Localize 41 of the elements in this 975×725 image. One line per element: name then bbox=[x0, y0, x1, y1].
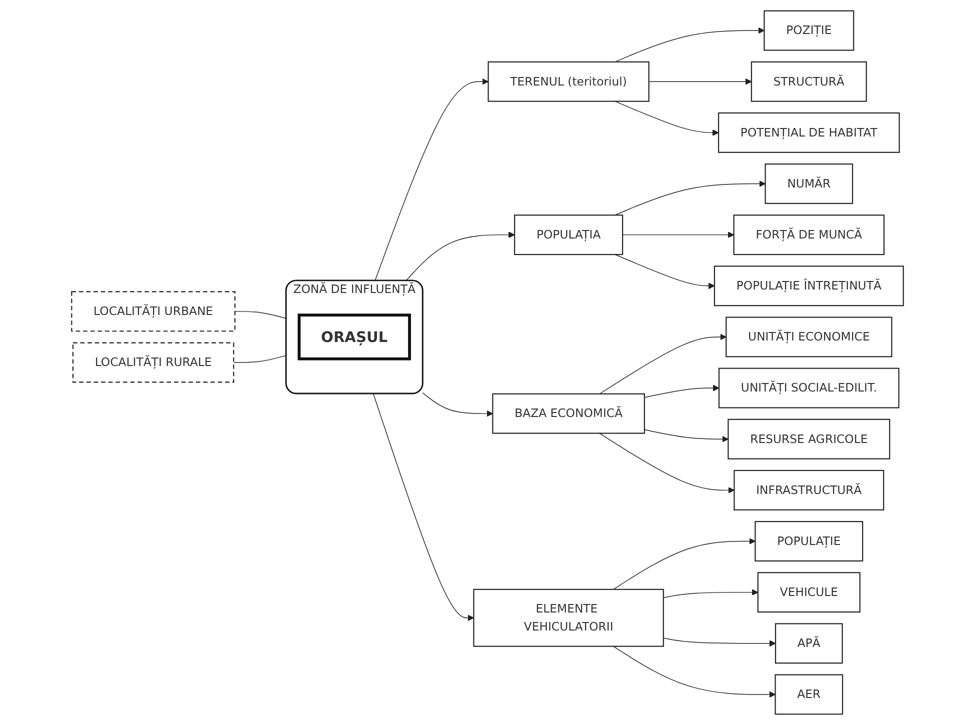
node-box: RESURSE AGRICOLE bbox=[728, 418, 890, 460]
node-box: POZIȚIE bbox=[764, 10, 854, 51]
node-box: FORȚĂ DE MUNCĂ bbox=[733, 214, 885, 256]
arrow bbox=[644, 429, 728, 442]
node-box: STRUCTURĂ bbox=[750, 61, 867, 102]
connector bbox=[233, 355, 286, 363]
node-box: ORAȘUL bbox=[298, 314, 411, 360]
node-box: UNITĂȚI ECONOMICE bbox=[726, 316, 892, 358]
arrow bbox=[372, 393, 474, 622]
node-box: APĂ bbox=[774, 623, 843, 664]
node-box: AER bbox=[774, 674, 844, 715]
node-box: UNITĂȚI SOCIAL-EDILIT. bbox=[718, 368, 900, 408]
arrow bbox=[622, 232, 734, 238]
node-box: ELEMENTE VEHICULATORII bbox=[473, 588, 664, 647]
node-box: NUMĂR bbox=[764, 164, 854, 204]
node-box: POTENȚIAL DE HABITAT bbox=[718, 112, 900, 153]
arrow bbox=[644, 384, 720, 398]
arrow bbox=[614, 254, 715, 290]
arrow bbox=[599, 432, 734, 494]
node-box: POPULAȚIA bbox=[514, 214, 624, 256]
arrow bbox=[406, 232, 515, 281]
node-box: POPULAȚIE ÎNTREȚINUTĂ bbox=[714, 266, 904, 306]
arrow bbox=[614, 27, 764, 62]
node-box: TERENUL (teritoriul) bbox=[488, 61, 650, 102]
connector bbox=[234, 311, 286, 319]
arrow bbox=[648, 78, 752, 85]
node-box: LOCALITĂȚI URBANE bbox=[71, 291, 236, 332]
arrow bbox=[614, 180, 766, 216]
arrow bbox=[599, 334, 726, 394]
arrow bbox=[422, 392, 493, 417]
arrow bbox=[663, 589, 758, 598]
arrow bbox=[614, 100, 719, 136]
arrow bbox=[663, 638, 776, 647]
node-box: INFRASTRUCTURĂ bbox=[734, 470, 884, 510]
node-box: BAZA ECONOMICĂ bbox=[492, 393, 645, 434]
node-box: LOCALITĂȚI RURALE bbox=[72, 342, 234, 383]
arrow bbox=[612, 646, 776, 698]
arrow bbox=[612, 538, 756, 590]
node-box: POPULAȚIE bbox=[754, 521, 864, 562]
node-box: VEHICULE bbox=[757, 572, 860, 613]
arrow bbox=[374, 78, 489, 281]
